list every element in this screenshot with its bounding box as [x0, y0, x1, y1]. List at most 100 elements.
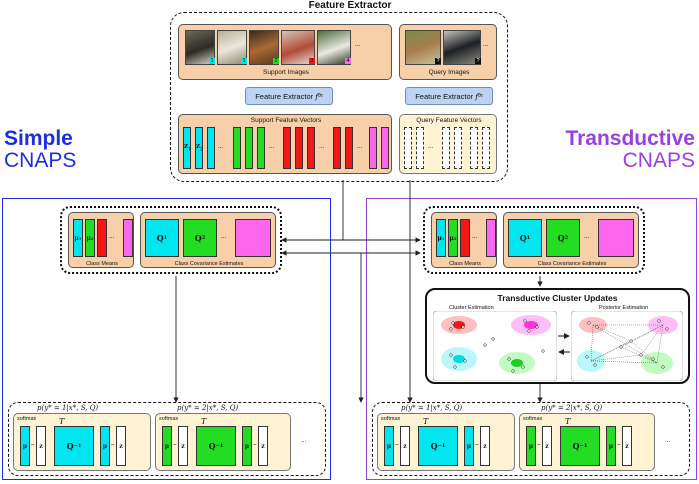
- cluster-estimation-label: Cluster Estimation: [449, 305, 494, 311]
- transpose-symbol: T: [201, 417, 207, 426]
- cluster-updates-title: Transductive Cluster Updates: [497, 293, 618, 303]
- Qinv-box: Q−1: [418, 426, 458, 466]
- prob-class-1: p(y* = 1|x*, S, Q): [401, 404, 463, 412]
- vector-bar: [295, 127, 303, 169]
- vector-bar: [307, 127, 315, 169]
- vector-bar: [257, 127, 265, 169]
- transductive-cnaps-label: Transductive CNAPS: [565, 127, 695, 173]
- minus-sign: −: [31, 442, 35, 449]
- vector-bar: [416, 127, 424, 169]
- prob-class-2: p(y* = 2|x*, S, Q): [541, 404, 603, 412]
- vector-bar: [345, 127, 353, 169]
- image-badge: 4: [345, 58, 351, 64]
- vector-bar: [207, 127, 215, 169]
- mu-box: μ: [384, 426, 394, 466]
- ellipsis: ...: [221, 233, 227, 240]
- cluster-estimation-plot: [433, 311, 557, 381]
- transductive-cnaps-box: [366, 198, 697, 480]
- posterior-estimation-label: Posterior Estimation: [599, 305, 649, 311]
- z-box: z: [36, 426, 46, 466]
- vector-bar: [442, 127, 450, 169]
- ellipsis: ...: [428, 143, 434, 150]
- support-vectors-panel: Support Feature Vectors z1 z2 ... ... ..…: [178, 114, 392, 174]
- softmax-label: softmax: [381, 416, 401, 422]
- ellipsis: ...: [584, 233, 590, 240]
- vector-bar: [333, 127, 341, 169]
- vector-bar: [404, 127, 412, 169]
- z-box: z: [258, 426, 268, 466]
- z-box: z: [480, 426, 490, 466]
- softmax-block-2: softmax μ − z T Q−1 μ − z: [519, 413, 655, 471]
- simple-softmax-group: p(y* = 1|x*, S, Q) p(y* = 2|x*, S, Q) so…: [8, 402, 326, 476]
- posterior-estimation-plot: [571, 311, 683, 381]
- transpose-symbol: T: [59, 417, 65, 426]
- minus-sign: −: [537, 442, 541, 449]
- softmax-label: softmax: [17, 416, 37, 422]
- prob-class-2: p(y* = 2|x*, S, Q): [177, 404, 239, 412]
- query-images-label: Query Images: [428, 69, 470, 76]
- vector-bar: [381, 127, 389, 169]
- z1-label: z1: [184, 141, 192, 153]
- z-box: z: [178, 426, 188, 466]
- z-box: z: [116, 426, 126, 466]
- vector-bar: [283, 127, 291, 169]
- class-means-label: Class Means: [449, 261, 481, 267]
- z-box: z: [542, 426, 552, 466]
- image-badge: 3: [309, 58, 315, 64]
- mu-box: μ: [464, 426, 474, 466]
- image-badge: 2: [273, 58, 279, 64]
- query-images-panel: ? ? ... Query Images: [399, 24, 497, 80]
- transductive-softmax-group: p(y* = 1|x*, S, Q) p(y* = 2|x*, S, Q) so…: [372, 402, 690, 476]
- image-badge: ?: [435, 58, 441, 64]
- z-box: z: [622, 426, 632, 466]
- ellipsis: ...: [357, 143, 363, 150]
- query-image-2: [443, 30, 481, 65]
- vector-bar: [233, 127, 241, 169]
- feature-extractor-region: [170, 12, 508, 182]
- mu-box: μ: [526, 426, 536, 466]
- query-vectors-panel: Query Feature Vectors ...: [399, 114, 497, 174]
- mu4-box: [123, 219, 133, 257]
- Q4-box: [235, 219, 271, 257]
- vector-bar: [470, 127, 478, 169]
- simple-cnaps-label: Simple CNAPS: [4, 127, 77, 173]
- Qinv-box: Q−1: [196, 426, 236, 466]
- class-cov-label: Class Covariance Estimates: [174, 261, 244, 267]
- Qinv-box: Q−1: [54, 426, 94, 466]
- minus-sign: −: [617, 442, 621, 449]
- prob-class-1: p(y* = 1|x*, S, Q): [37, 404, 99, 412]
- ellipsis: ...: [472, 233, 478, 240]
- support-vectors-label: Support Feature Vectors: [250, 117, 322, 124]
- softmax-block-2: softmax μ − z T Q−1 μ − z: [155, 413, 291, 471]
- minus-sign: −: [173, 442, 177, 449]
- Q4-box: [598, 219, 634, 257]
- ellipsis: ...: [109, 233, 115, 240]
- mu-box: μ: [162, 426, 172, 466]
- softmax-label: softmax: [523, 416, 543, 422]
- mu-box: μ: [100, 426, 110, 466]
- cluster-updates-panel: Transductive Cluster Updates Cluster Est…: [425, 288, 690, 384]
- ellipsis: ...: [319, 143, 325, 150]
- minus-sign: −: [475, 442, 479, 449]
- Qinv-box: Q−1: [560, 426, 600, 466]
- query-vector-row: ...: [404, 127, 494, 169]
- image-badge: ?: [475, 58, 481, 64]
- minus-sign: −: [253, 442, 257, 449]
- class-cov-label: Class Covariance Estimates: [537, 261, 607, 267]
- vector-bar: [482, 127, 490, 169]
- feature-extractor-title: Feature Extractor: [308, 0, 392, 11]
- minus-sign: −: [111, 442, 115, 449]
- cluster-cycle-arrows: [558, 333, 570, 355]
- softmax-block-1: softmax μ − z T Q−1 μ − z: [377, 413, 515, 471]
- mu4-box: [486, 219, 496, 257]
- simple-cnaps-box: [2, 198, 331, 480]
- vector-bar: [195, 127, 203, 169]
